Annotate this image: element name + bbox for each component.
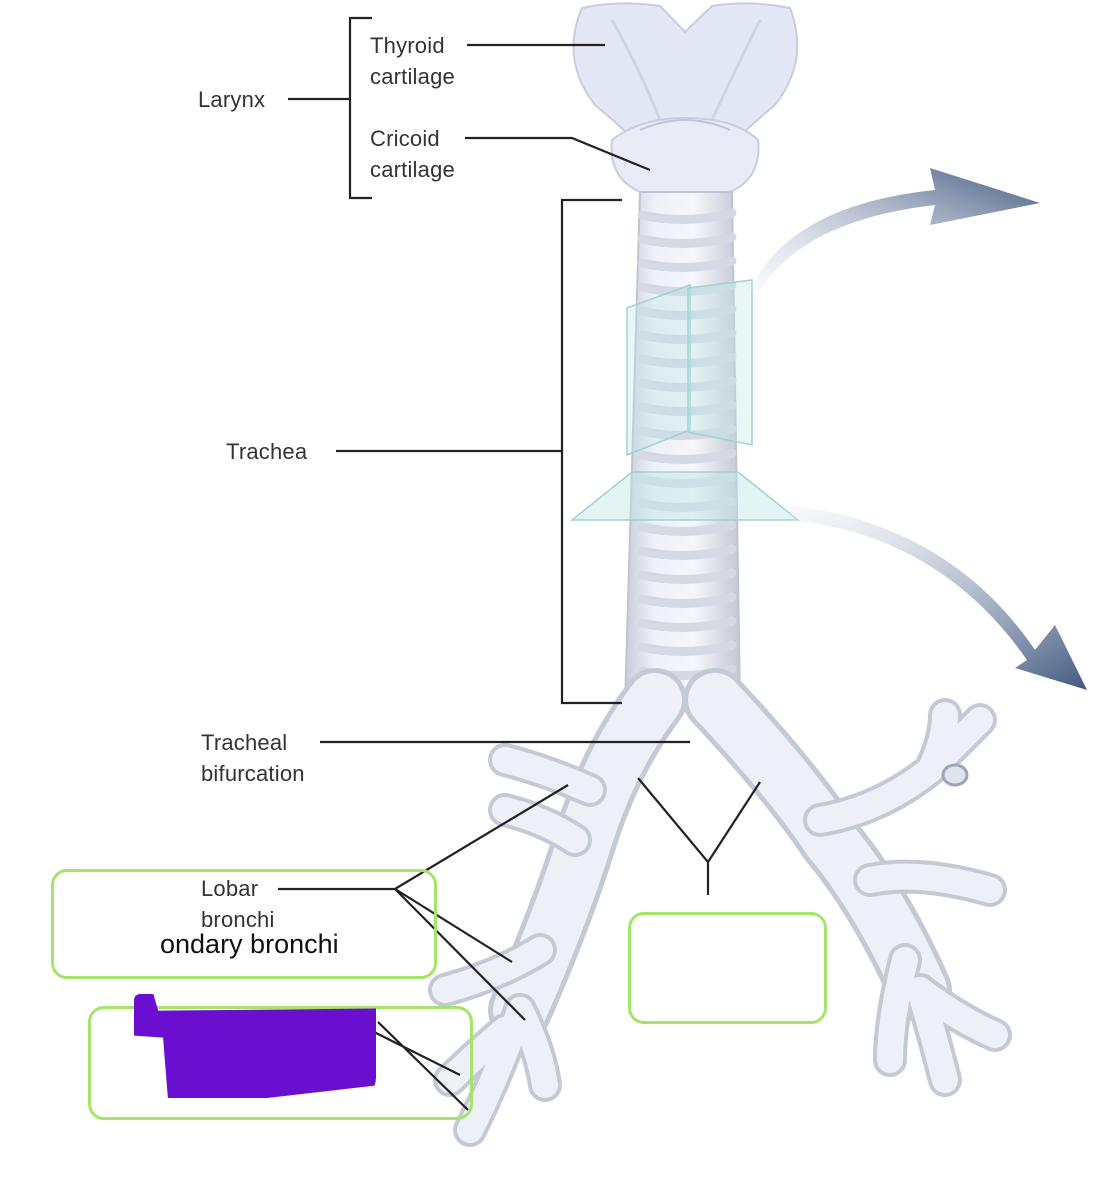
- trachea-bracket: [560, 198, 622, 705]
- cartilage-ring: [637, 256, 737, 272]
- answer-box-2[interactable]: [628, 912, 827, 1024]
- answer-box-3[interactable]: [88, 1006, 473, 1120]
- cartilage-ring: [637, 304, 737, 320]
- cartilage-ring: [637, 352, 737, 368]
- cartilage-ring: [637, 592, 737, 608]
- cartilage-ring: [637, 376, 737, 392]
- larynx-bracket: [348, 16, 372, 200]
- label-lobar-line-2: bronchi: [201, 907, 275, 932]
- label-lobar-bronchi: Lobar bronchi: [201, 873, 275, 935]
- cricoid-cartilage-shape: [610, 116, 760, 193]
- label-bifurcation-line-1: Tracheal: [201, 730, 288, 755]
- label-tracheal-bifurcation: Tracheal bifurcation: [201, 727, 305, 789]
- trachea-shape: [623, 191, 742, 713]
- label-thyroid-cartilage: Thyroid cartilage: [370, 30, 455, 92]
- cartilage-ring: [637, 280, 737, 296]
- label-cricoid-line-2: cartilage: [370, 157, 455, 182]
- arrows: [750, 168, 1087, 690]
- label-bifurcation-line-2: bifurcation: [201, 761, 305, 786]
- cartilage-ring: [637, 640, 737, 656]
- cartilage-ring: [637, 424, 737, 440]
- redaction-mark: [134, 994, 376, 1098]
- bronchial-tree-shape: [428, 668, 1012, 1147]
- cartilage-ring: [637, 616, 737, 632]
- main-bronchi-leader: [637, 777, 761, 895]
- label-thyroid-line-2: cartilage: [370, 64, 455, 89]
- thyroid-cartilage-shape: [572, 2, 799, 151]
- cartilage-ring: [637, 520, 737, 536]
- label-cricoid-line-1: Cricoid: [370, 126, 440, 151]
- section-planes: [569, 279, 801, 521]
- cartilage-ring: [637, 328, 737, 344]
- label-thyroid-line-1: Thyroid: [370, 33, 445, 58]
- label-larynx: Larynx: [198, 87, 266, 112]
- cartilage-ring: [637, 208, 737, 224]
- cricoid-leader: [465, 136, 651, 172]
- cartilage-ring: [637, 568, 737, 584]
- answer-box-1[interactable]: [51, 869, 437, 979]
- segmental-leader: [359, 1021, 469, 1111]
- label-lobar-line-1: Lobar: [201, 876, 259, 901]
- cartilage-ring: [637, 448, 737, 464]
- label-trachea: Trachea: [226, 439, 308, 464]
- lobar-leader: [278, 784, 569, 1021]
- answer-box-1-text: ondary bronchi: [160, 929, 339, 959]
- label-cricoid-cartilage: Cricoid cartilage: [370, 123, 455, 185]
- cartilage-ring: [637, 400, 737, 416]
- cartilage-ring: [637, 472, 737, 488]
- cartilage-ring: [637, 496, 737, 512]
- leader-lines: [278, 16, 761, 1111]
- cartilage-ring: [637, 232, 737, 248]
- cartilage-ring: [637, 544, 737, 560]
